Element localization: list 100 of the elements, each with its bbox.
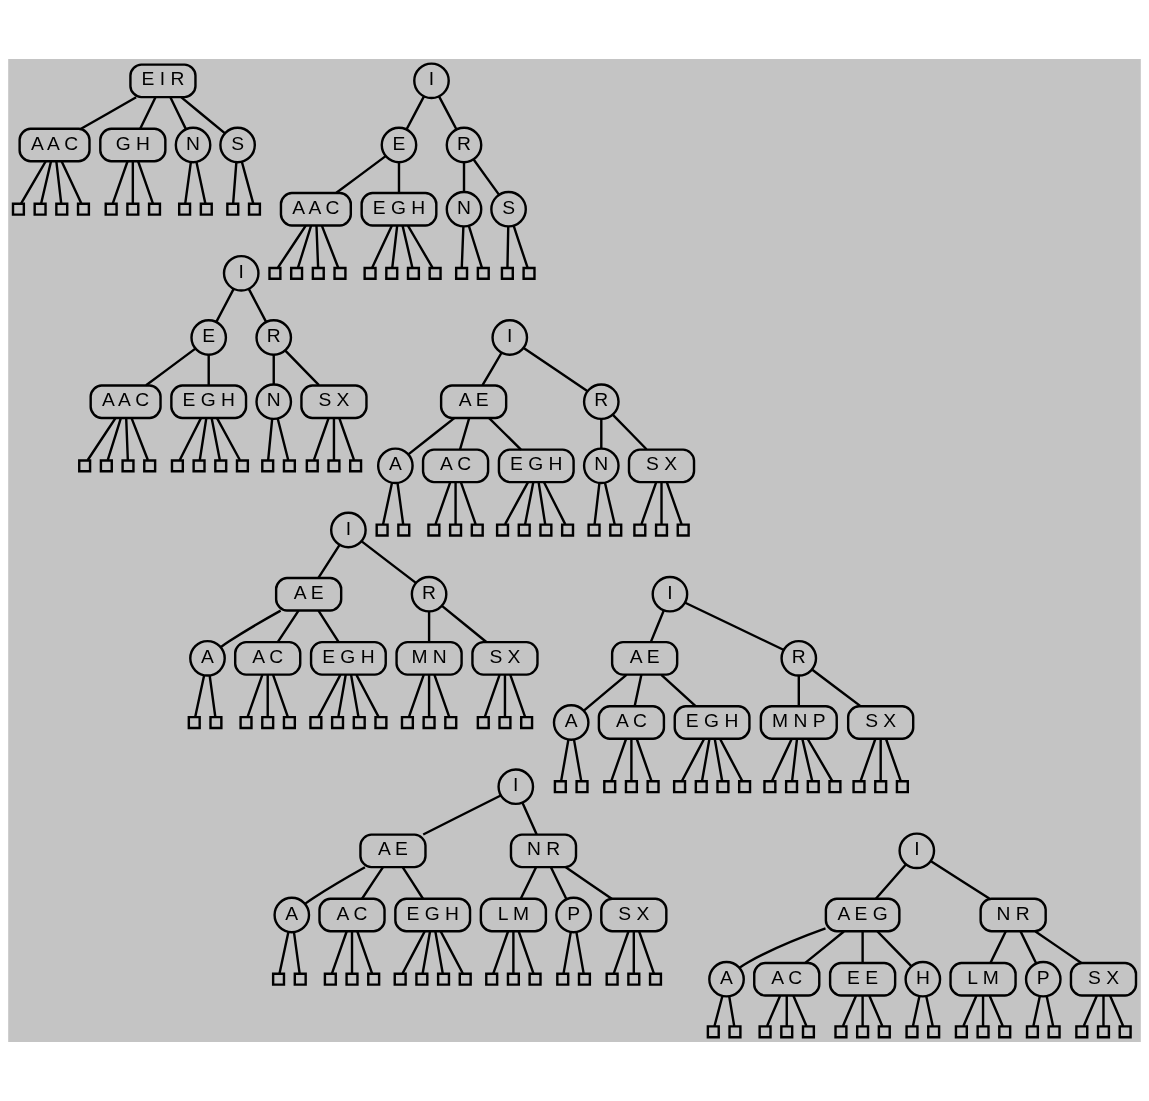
connector bbox=[713, 738, 724, 781]
node-circle: H bbox=[904, 960, 942, 998]
node-box: A C bbox=[421, 448, 490, 484]
node-box bbox=[192, 459, 206, 473]
node-circle: I bbox=[222, 254, 260, 292]
connector bbox=[572, 739, 583, 782]
node-circle: I bbox=[497, 768, 535, 806]
connector bbox=[929, 859, 990, 900]
node-box bbox=[33, 202, 47, 216]
connector bbox=[462, 162, 466, 192]
node-box bbox=[1096, 1025, 1111, 1039]
node-box bbox=[905, 1025, 919, 1039]
node-box bbox=[428, 266, 442, 280]
node-box: M N bbox=[395, 640, 463, 676]
node-box bbox=[716, 780, 730, 794]
connector bbox=[219, 609, 282, 649]
connector bbox=[292, 932, 301, 974]
connector bbox=[231, 162, 238, 204]
connector bbox=[276, 610, 300, 643]
node-box bbox=[147, 202, 162, 216]
connector bbox=[481, 352, 503, 386]
connector bbox=[407, 417, 456, 456]
connector bbox=[86, 417, 117, 461]
connector bbox=[785, 995, 788, 1026]
connector bbox=[504, 481, 529, 525]
node-box bbox=[560, 523, 575, 537]
node-box bbox=[758, 1025, 772, 1039]
connector bbox=[612, 413, 648, 451]
connector bbox=[509, 674, 527, 718]
node-box: A E bbox=[359, 833, 427, 869]
node-circle: N bbox=[445, 190, 483, 228]
connector bbox=[396, 482, 405, 525]
node-box bbox=[874, 780, 888, 794]
connector bbox=[713, 995, 724, 1027]
node-box bbox=[247, 202, 262, 216]
connector bbox=[635, 738, 653, 782]
node-box bbox=[458, 972, 472, 986]
connector bbox=[130, 417, 149, 461]
node-circle: I bbox=[413, 62, 450, 100]
node-box: E G H bbox=[497, 448, 575, 484]
node-box bbox=[605, 972, 619, 986]
node-box: E G H bbox=[360, 191, 438, 227]
connector bbox=[349, 674, 360, 717]
connector bbox=[593, 482, 601, 525]
connector bbox=[391, 225, 399, 268]
node-box bbox=[1047, 1025, 1061, 1039]
connector bbox=[180, 96, 226, 135]
connector bbox=[861, 931, 864, 963]
node-circle: A bbox=[552, 704, 590, 741]
connector bbox=[320, 225, 340, 268]
node-box bbox=[556, 972, 570, 986]
connector bbox=[401, 930, 426, 974]
node-box bbox=[143, 459, 157, 473]
node-box: A E bbox=[610, 640, 679, 676]
node-box: E G H bbox=[673, 705, 751, 740]
node-box bbox=[126, 202, 140, 216]
connector bbox=[806, 738, 834, 782]
node-box: A A C bbox=[279, 191, 352, 227]
connector bbox=[439, 930, 464, 974]
connector bbox=[549, 866, 568, 900]
connector bbox=[989, 931, 1007, 964]
node-circle: S bbox=[490, 190, 527, 228]
connector bbox=[195, 161, 207, 204]
node-box bbox=[293, 972, 307, 986]
connector bbox=[360, 540, 417, 584]
node-box bbox=[646, 780, 660, 794]
node-box bbox=[11, 202, 26, 216]
node-box bbox=[624, 780, 639, 794]
node-box: G H bbox=[99, 127, 167, 163]
node-box bbox=[305, 459, 319, 473]
connector bbox=[684, 601, 785, 652]
connector bbox=[407, 674, 425, 718]
node-box bbox=[214, 459, 228, 473]
connector bbox=[125, 418, 130, 460]
node-circle: N bbox=[255, 383, 293, 421]
node-box bbox=[575, 780, 589, 794]
connector bbox=[427, 674, 431, 717]
node-box bbox=[104, 202, 118, 216]
node-box bbox=[333, 266, 347, 280]
connector bbox=[632, 931, 635, 974]
connector bbox=[559, 739, 570, 782]
connector bbox=[266, 674, 269, 717]
node-box bbox=[76, 202, 91, 216]
connector bbox=[1019, 931, 1038, 964]
connector bbox=[792, 995, 808, 1027]
connector bbox=[603, 482, 616, 525]
node-box bbox=[239, 715, 253, 730]
node-box bbox=[998, 1025, 1012, 1039]
node-box bbox=[199, 202, 213, 216]
connector bbox=[874, 863, 907, 900]
node-box bbox=[801, 1025, 816, 1039]
connector bbox=[962, 995, 978, 1027]
connector bbox=[421, 931, 432, 974]
connector bbox=[296, 225, 313, 268]
connector bbox=[583, 673, 628, 712]
node-box bbox=[627, 972, 641, 986]
connector bbox=[660, 673, 697, 708]
connector bbox=[361, 866, 384, 900]
node-box bbox=[363, 266, 377, 280]
node-box bbox=[806, 780, 820, 794]
